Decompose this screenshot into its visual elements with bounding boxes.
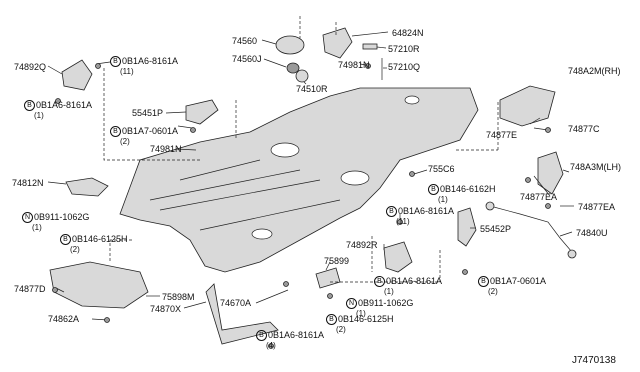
bolt-symbol: B [374,276,385,288]
callout-755c6: 755C6 [428,164,455,174]
part-55451p [185,99,219,125]
part-74981n-top [365,63,371,69]
callout-74877d: 74877D [14,284,46,294]
callout-74877ea-a: 74877EA [520,192,558,202]
bolt-symbol: B [386,206,397,218]
part-57210r [362,43,378,50]
bolt-symbol: B [256,330,267,342]
callout-74840u: 74840U [576,228,608,238]
callout-74981n-top: 74981N [338,60,370,70]
diagram-id: J7470138 [572,355,616,366]
part-75899 [315,267,341,289]
callout-64824n: 64824N [392,28,424,38]
bolt-symbol: B [326,314,337,326]
bolt-symbol: B [428,184,439,196]
part-74560j [286,62,300,74]
callout-748a3m: 748A3M(LH) [570,162,622,172]
part-748a3m [537,151,564,195]
part-75898m [49,261,149,309]
callout-74877ea-b: 74877EA [578,202,616,212]
callout-57210r: 57210R [388,44,420,54]
callout-74892q: 74892Q [14,62,47,72]
bolt-symbol: B [478,276,489,288]
callout-74560j: 74560J [232,54,262,64]
callout-74670a: 74670A [220,298,252,308]
part-74870x [205,283,279,345]
callout-74877c: 74877C [568,124,600,134]
bolt-symbol: B [110,126,121,138]
callout-74510r: 74510R [296,84,328,94]
part-74812n [65,177,109,197]
callout-74560: 74560 [232,36,258,46]
callout-748a2m: 748A2M(RH) [568,66,621,76]
part-64824n [322,27,353,59]
callout-74981n-mid: 74981N [150,144,182,154]
part-74892r [383,241,413,273]
bolt-symbol: B [110,56,121,68]
callout-75899: 75899 [324,256,350,266]
callout-55451p: 55451P [132,108,164,118]
part-74892q [61,59,93,91]
callout-74892r: 74892R [346,240,378,250]
callout-57210q: 57210Q [388,62,421,72]
callout-74812n: 74812N [12,178,44,188]
floor-panel [119,87,479,273]
callout-55452p: 55452P [480,224,512,234]
callout-74862a: 74862A [48,314,80,324]
callout-74877e: 74877E [486,130,518,140]
part-74510r [295,69,309,83]
part-55452p [457,207,477,247]
nut-symbol: N [22,212,33,224]
bolt-symbol: B [24,100,35,112]
part-748a2m [499,85,556,127]
callout-74870x: 74870X [150,304,182,314]
callout-75898m: 75898M [162,292,195,302]
bolt-symbol: B [60,234,71,246]
part-74840u [489,205,573,253]
part-74560 [275,35,305,55]
nut-symbol: N [346,298,357,310]
